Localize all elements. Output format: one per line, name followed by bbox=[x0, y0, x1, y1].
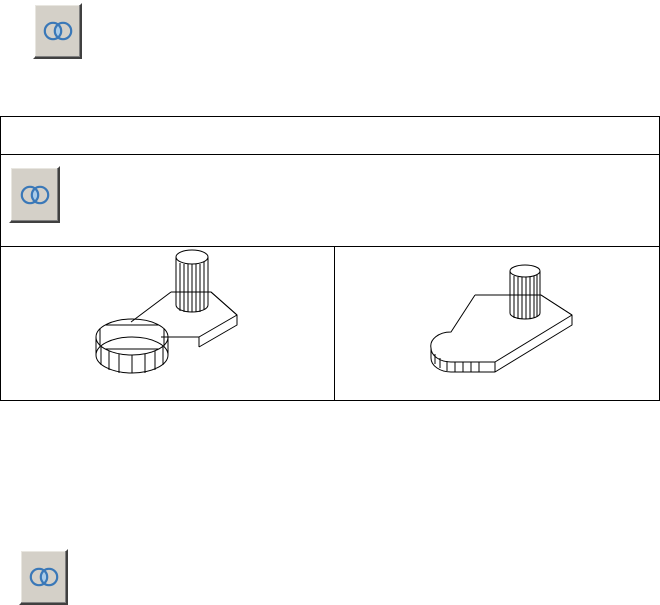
intersect-button-bottom[interactable] bbox=[19, 549, 68, 605]
table-header-row bbox=[1, 117, 659, 155]
intersect-icon bbox=[43, 21, 72, 41]
intersect-table bbox=[0, 116, 660, 401]
after-intersect-drawing bbox=[430, 264, 573, 373]
table-icon-row bbox=[1, 155, 659, 247]
intersect-button-top[interactable] bbox=[33, 3, 82, 59]
intersect-icon bbox=[29, 567, 58, 587]
table-image-row bbox=[1, 247, 659, 400]
intersect-button-table[interactable] bbox=[9, 166, 60, 223]
after-intersect-cell bbox=[335, 247, 659, 400]
before-intersect-drawing bbox=[95, 249, 238, 374]
intersect-icon bbox=[20, 185, 49, 204]
before-intersect-cell bbox=[1, 247, 335, 400]
